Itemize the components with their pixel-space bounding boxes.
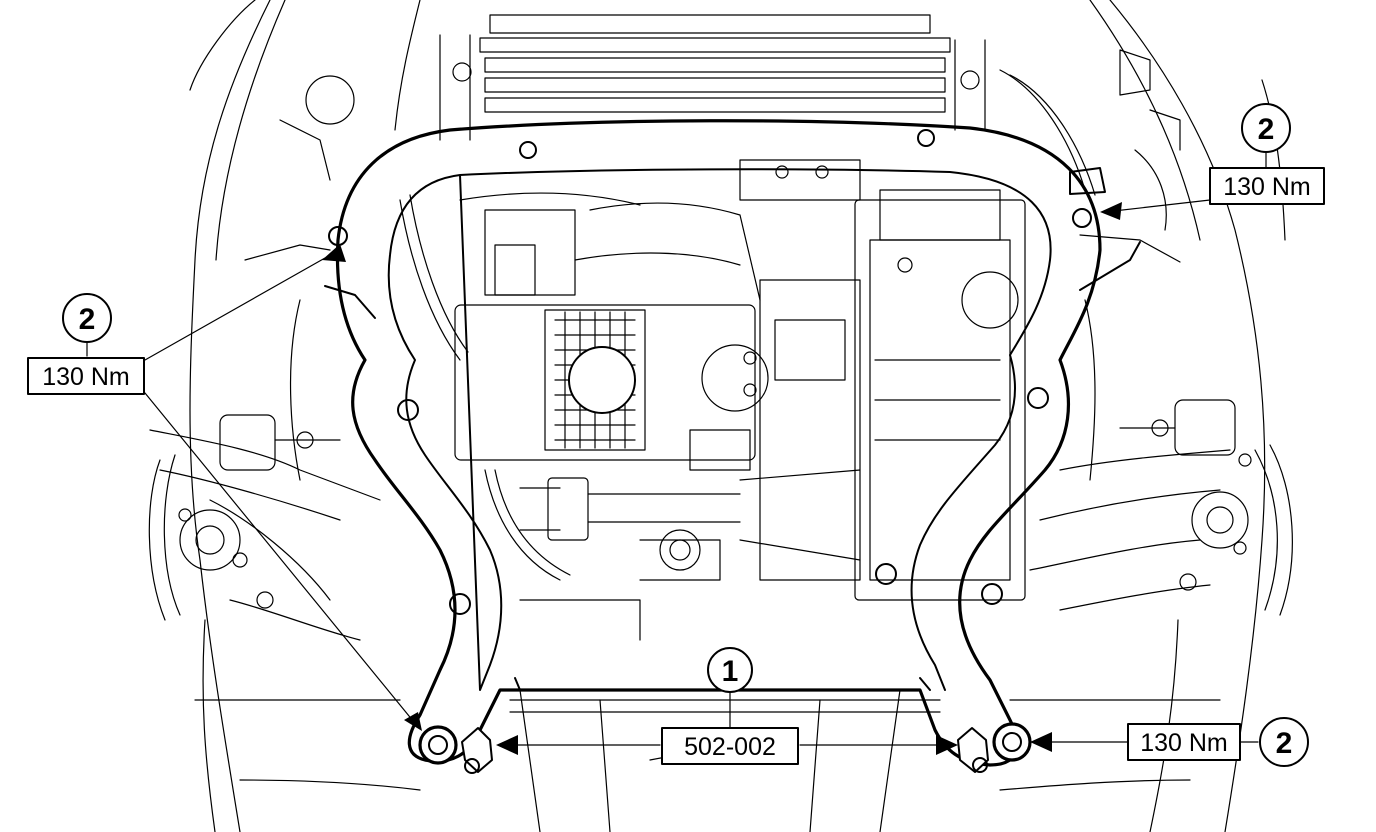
- torque-value: 130 Nm: [1223, 173, 1311, 201]
- torque-value: 130 Nm: [1140, 729, 1228, 757]
- torque-box: [27, 357, 145, 395]
- torque-box: [1127, 723, 1241, 761]
- leader-lines: [86, 152, 1267, 746]
- torque-value: 130 Nm: [42, 363, 130, 391]
- callout-bolt-bottom-right: 130 Nm 2: [1127, 717, 1309, 767]
- tool-code-box: [661, 727, 799, 765]
- callout-circle: [62, 293, 112, 343]
- callout-circle: [707, 647, 753, 693]
- right-wheel-hub: [1119, 399, 1293, 616]
- tool-code: 502-002: [684, 733, 776, 761]
- left-rear-mount: [418, 725, 493, 774]
- callout-number: 1: [722, 655, 739, 688]
- callout-circle: [1241, 103, 1291, 153]
- front-subframe: [324, 119, 1141, 767]
- engine-transmission: [399, 159, 1026, 641]
- callout-number: 2: [1276, 727, 1293, 760]
- vehicle-body-outline: [149, 0, 1286, 832]
- arrow-heads: [322, 202, 1122, 755]
- callout-number: 2: [79, 303, 96, 336]
- callout-special-tool: 1 502-002: [661, 647, 799, 765]
- callout-circle: [1259, 717, 1309, 767]
- left-wheel-hub: [148, 414, 341, 621]
- callout-number: 2: [1258, 113, 1275, 146]
- callout-bolt-left: 2 130 Nm: [27, 293, 145, 395]
- radiator-assembly: [279, 0, 1181, 231]
- callout-bolt-top-right: 2 130 Nm: [1209, 103, 1325, 205]
- torque-box: [1209, 167, 1325, 205]
